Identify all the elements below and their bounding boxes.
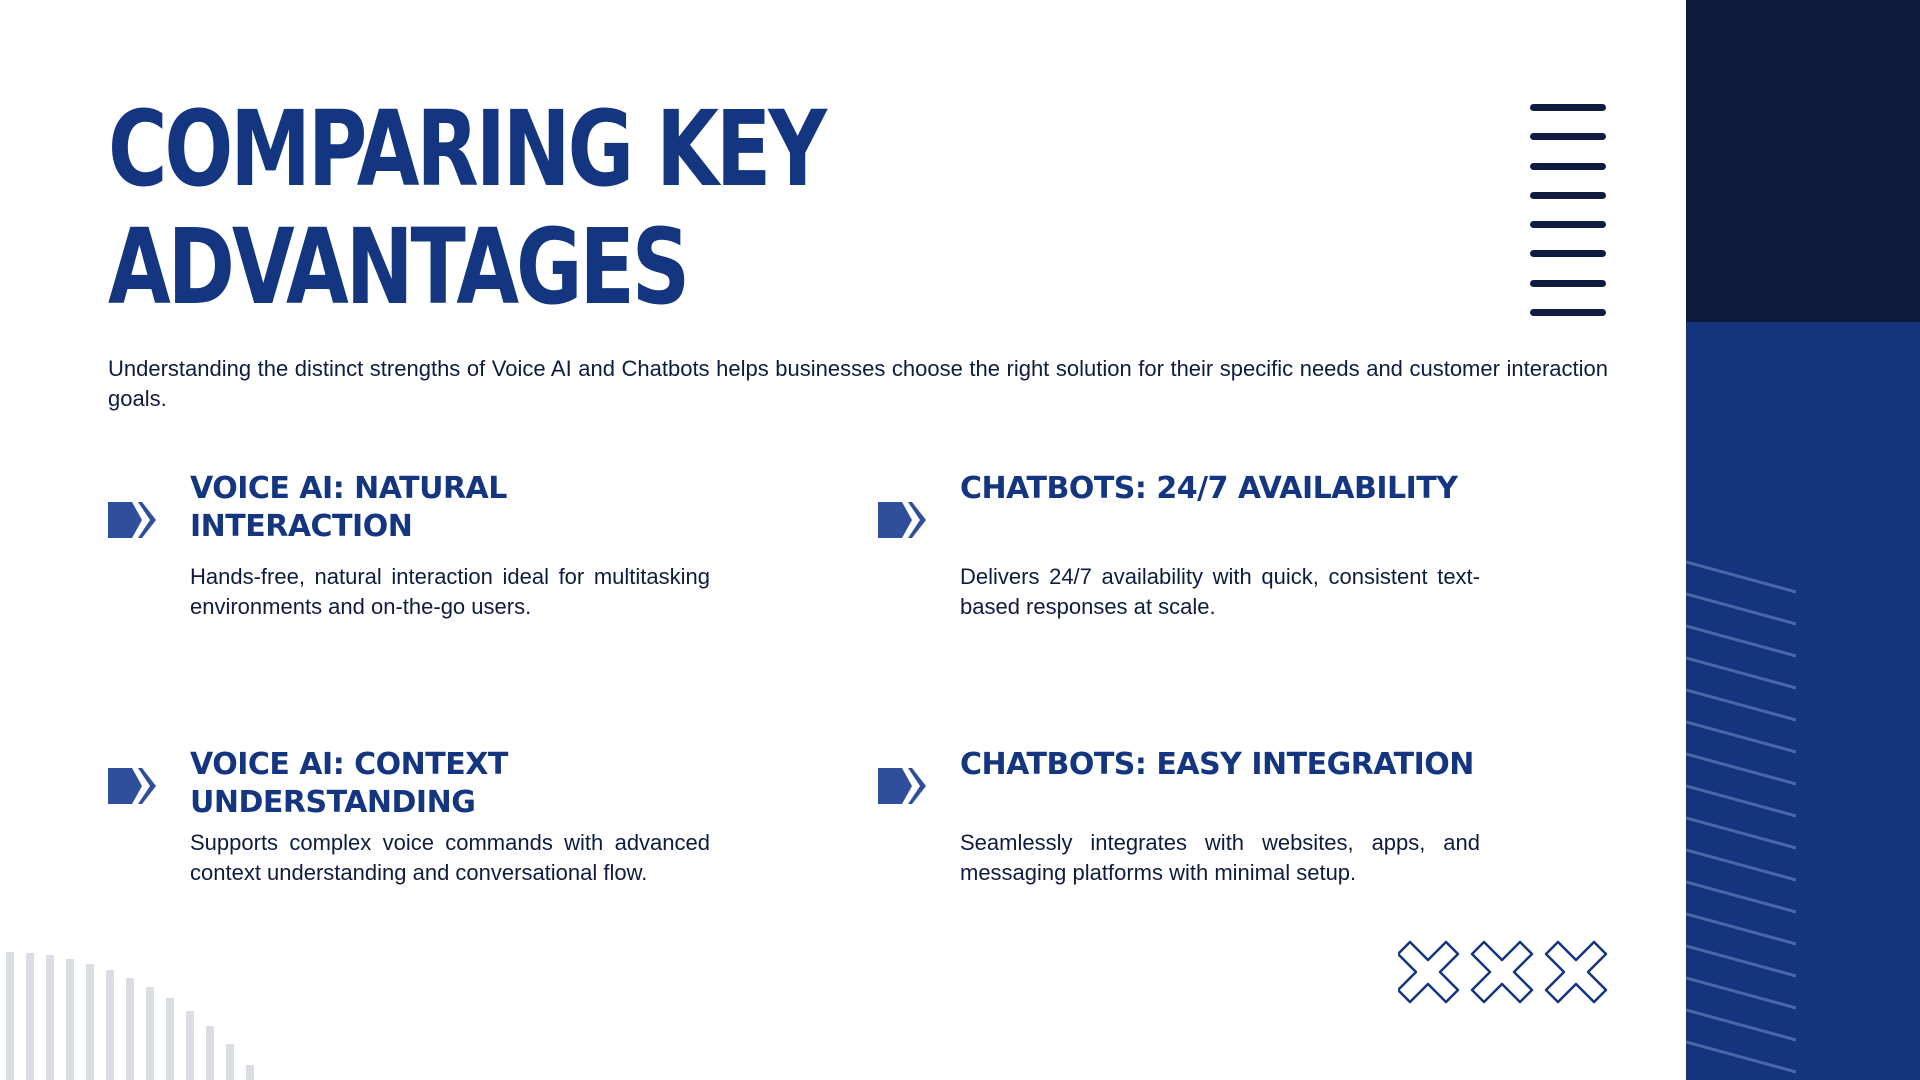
card-heading-line-1: CHATBOTS: 24/7 AVAILABILITY <box>960 471 1458 506</box>
double-chevron-right-icon <box>108 768 156 804</box>
card-heading: VOICE AI: CONTEXT UNDERSTANDING <box>190 746 508 822</box>
double-chevron-right-icon <box>878 768 926 804</box>
card-heading-line-1: VOICE AI: NATURAL <box>190 471 507 506</box>
card-heading-line-1: CHATBOTS: EASY INTEGRATION <box>960 747 1474 782</box>
card-voice-ai-context: VOICE AI: CONTEXT UNDERSTANDING Supports… <box>108 746 728 936</box>
card-body: Delivers 24/7 availability with quick, c… <box>960 564 1480 619</box>
card-heading: CHATBOTS: EASY INTEGRATION <box>960 746 1474 784</box>
intro-paragraph: Understanding the distinct strengths of … <box>108 356 1608 411</box>
card-body: Seamlessly integrates with websites, app… <box>960 830 1480 885</box>
card-body: Supports complex voice commands with adv… <box>190 830 710 885</box>
card-body: Hands-free, natural interaction ideal fo… <box>190 564 710 619</box>
horizontal-lines-icon <box>1530 104 1608 326</box>
card-heading-line-2: UNDERSTANDING <box>190 785 476 820</box>
card-heading-line-1: VOICE AI: CONTEXT <box>190 747 508 782</box>
card-chatbots-integration: CHATBOTS: EASY INTEGRATION Seamlessly in… <box>878 746 1598 936</box>
diagonal-stripes-pattern <box>1686 560 1797 1074</box>
page-title: COMPARING KEY ADVANTAGES <box>108 88 827 328</box>
card-heading: VOICE AI: NATURAL INTERACTION <box>190 470 507 546</box>
double-chevron-right-icon <box>108 502 156 538</box>
title-line-1: COMPARING KEY <box>108 88 827 210</box>
right-dark-panel <box>1686 0 1920 322</box>
card-voice-ai-natural: VOICE AI: NATURAL INTERACTION Hands-free… <box>108 470 728 660</box>
card-heading: CHATBOTS: 24/7 AVAILABILITY <box>960 470 1458 508</box>
x-marks-icon <box>1398 940 1608 1004</box>
card-chatbots-availability: CHATBOTS: 24/7 AVAILABILITY Delivers 24/… <box>878 470 1598 660</box>
title-line-2: ADVANTAGES <box>108 206 690 328</box>
double-chevron-right-icon <box>878 502 926 538</box>
right-blue-panel <box>1686 322 1920 1080</box>
card-heading-line-2: INTERACTION <box>190 509 413 544</box>
grey-stripes-decoration <box>6 952 254 1080</box>
